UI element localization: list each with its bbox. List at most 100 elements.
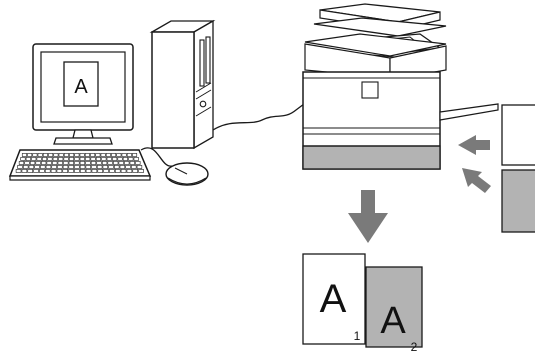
- keyboard-key: [111, 153, 115, 156]
- output-sheet-back-letter: A: [380, 300, 406, 342]
- keyboard-key: [53, 157, 57, 160]
- keyboard-key: [134, 157, 138, 160]
- keyboard-key: [46, 165, 51, 168]
- keyboard-key: [19, 161, 24, 164]
- keyboard-key: [58, 157, 62, 160]
- keyboard-key: [96, 153, 100, 156]
- keyboard-key: [59, 153, 63, 156]
- keyboard-key: [58, 161, 63, 164]
- keyboard-key: [69, 153, 73, 156]
- keyboard-key: [57, 165, 62, 168]
- keyboard-key: [52, 165, 57, 168]
- keyboard-key: [80, 161, 85, 164]
- keyboard-key: [74, 169, 79, 172]
- keyboard-key: [63, 161, 68, 164]
- keyboard-key: [131, 165, 136, 168]
- output-sheet-back-page-number: 2: [411, 340, 418, 354]
- keyboard-key: [69, 165, 74, 168]
- arrow-left-icon: [458, 135, 490, 155]
- keyboard-key: [16, 169, 21, 172]
- keyboard-key: [127, 169, 132, 172]
- keyboard-key: [54, 153, 58, 156]
- keyboard-key: [75, 165, 80, 168]
- keyboard-key: [69, 169, 74, 172]
- keyboard-key: [96, 157, 100, 160]
- keyboard-key: [30, 161, 35, 164]
- keyboard-key: [28, 169, 33, 172]
- keyboard-key: [91, 161, 96, 164]
- keyboard-key: [108, 161, 113, 164]
- keyboard-key: [63, 165, 68, 168]
- keyboard-key: [86, 169, 91, 172]
- keyboard-key: [104, 169, 109, 172]
- keyboard-key: [130, 161, 135, 164]
- output-sheet-front-page-number: 1: [354, 329, 361, 343]
- arrow-up-left-icon: [462, 168, 491, 193]
- keyboard-key: [38, 153, 42, 156]
- keyboard-key: [57, 169, 62, 172]
- keyboard-key: [86, 161, 91, 164]
- keyboard-key: [109, 169, 114, 172]
- keyboard-key: [109, 165, 114, 168]
- tower-icon: [152, 21, 213, 148]
- keyboard-key: [124, 161, 129, 164]
- paper-drawer: [303, 146, 440, 169]
- keyboard-key: [118, 157, 122, 160]
- keyboard-key: [37, 157, 41, 160]
- keyboard-key: [115, 169, 120, 172]
- keyboard-key: [103, 165, 108, 168]
- power-button: [200, 101, 206, 107]
- feed-papers: [502, 105, 535, 232]
- keyboard-key: [51, 169, 56, 172]
- keyboard-key: [80, 169, 85, 172]
- keyboard-key: [97, 161, 102, 164]
- keyboard-key: [48, 157, 52, 160]
- keyboard-key: [23, 165, 28, 168]
- mouse-icon: [141, 148, 208, 185]
- keyboard-key: [69, 157, 73, 160]
- keyboard-key: [36, 161, 41, 164]
- keyboard-key: [117, 153, 121, 156]
- keyboard-key: [41, 161, 46, 164]
- output-sheets: A 2 A 1: [303, 254, 422, 354]
- keyboard-key: [85, 153, 89, 156]
- keyboard-key: [119, 161, 124, 164]
- keyboard-key: [34, 169, 39, 172]
- keyboard-key: [22, 153, 26, 156]
- keyboard-key: [126, 165, 131, 168]
- keyboard-key: [48, 153, 52, 156]
- monitor-icon: A: [33, 44, 133, 144]
- keyboard-key: [52, 161, 57, 164]
- feed-sheet-white: [502, 105, 535, 165]
- screen-letter: A: [74, 76, 88, 98]
- keyboard-key: [85, 157, 89, 160]
- keyboard-key: [39, 169, 44, 172]
- keyboard-key: [31, 157, 35, 160]
- keyboard-key: [22, 169, 27, 172]
- keyboard-key: [129, 157, 133, 160]
- keyboard-key: [35, 165, 40, 168]
- keyboard-key: [137, 165, 142, 168]
- keyboard-key: [26, 157, 30, 160]
- keyboard-key: [122, 153, 126, 156]
- keyboard-key: [123, 157, 127, 160]
- keyboard-key: [75, 161, 80, 164]
- keyboard-key: [92, 165, 97, 168]
- keyboard-key: [133, 169, 138, 172]
- keyboard-key: [98, 169, 103, 172]
- keyboard-key: [75, 157, 79, 160]
- keyboard-key: [63, 169, 68, 172]
- keyboard-key: [21, 157, 25, 160]
- arrow-down-icon: [348, 190, 388, 243]
- keyboard-key: [80, 157, 84, 160]
- keyboard-key: [47, 161, 52, 164]
- computer-group: A: [10, 21, 312, 185]
- keyboard-key: [101, 153, 105, 156]
- printer-front-logo: [362, 82, 378, 98]
- keyboard-key: [113, 161, 118, 164]
- keyboard-key: [121, 169, 126, 172]
- keyboard-key: [40, 165, 45, 168]
- keyboard-key: [132, 153, 136, 156]
- keyboard-icon: [10, 150, 150, 180]
